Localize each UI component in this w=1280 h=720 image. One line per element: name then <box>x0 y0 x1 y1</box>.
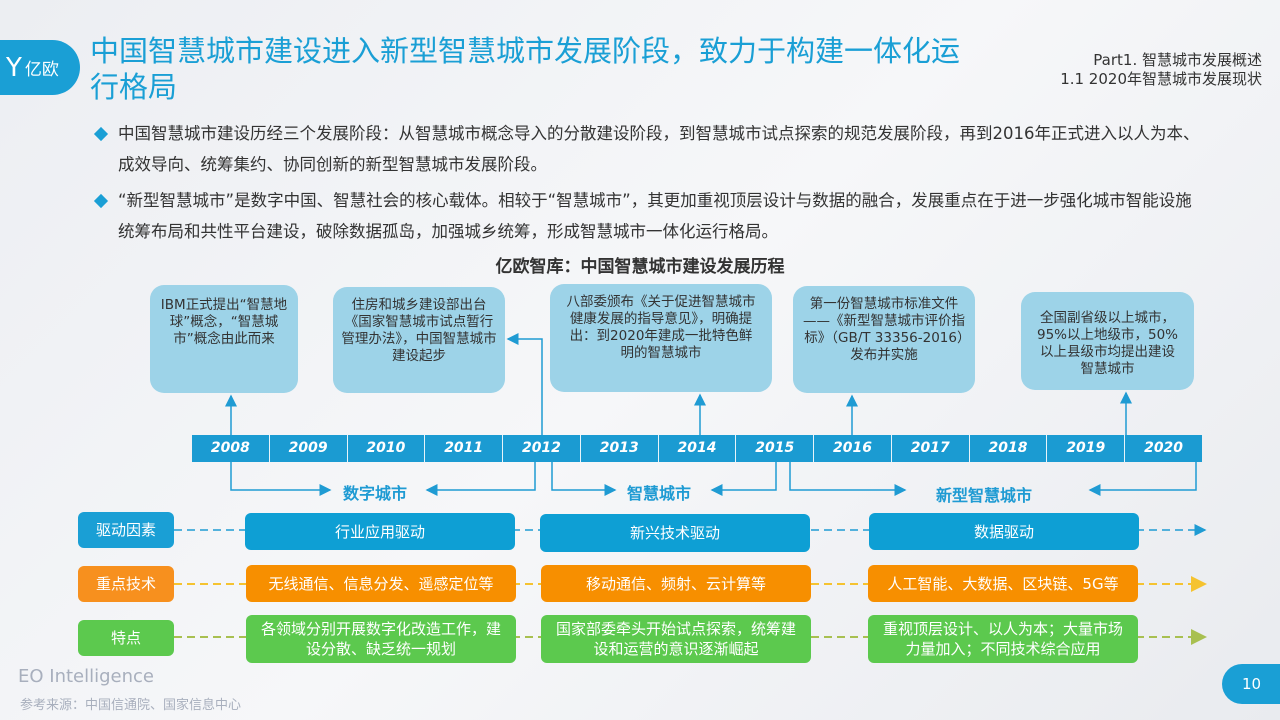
year-cell: 2012 <box>503 435 581 462</box>
driver-box: 数据驱动 <box>869 513 1139 550</box>
page-number: 10 <box>1222 664 1280 704</box>
year-timeline: 2008 2009 2010 2011 2012 2013 2014 2015 … <box>192 435 1202 462</box>
driver-box: 新兴技术驱动 <box>540 514 810 552</box>
chart-title: 亿欧智库：中国智慧城市建设发展历程 <box>495 257 785 277</box>
milestone-2020: 全国副省级以上城市，95%以上地级市，50%以上县级市均提出建设智慧城市 <box>1021 292 1194 390</box>
row-label-drivers: 驱动因素 <box>78 512 174 548</box>
year-cell: 2017 <box>891 435 970 462</box>
year-cell: 2020 <box>1125 435 1202 462</box>
driver-box: 行业应用驱动 <box>245 513 515 550</box>
year-cell: 2015 <box>736 435 815 462</box>
page-title: 中国智慧城市建设进入新型智慧城市发展阶段，致力于构建一体化运行格局 <box>90 34 961 104</box>
bullet-text: “新型智慧城市”是数字中国、智慧社会的核心载体。相较于“智慧城市”，其更加重视顶… <box>118 191 1192 241</box>
part-label: Part1. 智慧城市发展概述 <box>1093 51 1262 69</box>
feature-box: 重视顶层设计、以人为本；大量市场力量加入；不同技术综合应用 <box>868 615 1138 663</box>
phase-digital-city: 数字城市 <box>343 484 408 503</box>
footer-source: 参考来源：中国信通院、国家信息中心 <box>20 698 242 713</box>
year-cell: 2014 <box>658 435 737 462</box>
tech-box: 移动通信、频射、云计算等 <box>541 565 811 602</box>
phase-new-smart-city: 新型智慧城市 <box>936 486 1033 505</box>
year-cell: 2019 <box>1047 435 1126 462</box>
milestone-2012: 住房和城乡建设部出台《国家智慧城市试点暂行管理办法》，中国智慧城市建设起步 <box>333 287 505 393</box>
year-cell: 2016 <box>814 435 892 462</box>
tech-box: 无线通信、信息分发、遥感定位等 <box>246 565 516 602</box>
bullet-text: 中国智慧城市建设历经三个发展阶段：从智慧城市概念导入的分散建设阶段，到智慧城市试… <box>118 124 1200 174</box>
milestone-2008: IBM正式提出“智慧地球”概念，“智慧城市”概念由此而来 <box>150 285 298 393</box>
row-label-features: 特点 <box>78 620 174 656</box>
feature-box: 国家部委牵头开始试点探索，统筹建设和运营的意识逐渐崛起 <box>541 615 811 663</box>
bullet-item: “新型智慧城市”是数字中国、智慧社会的核心载体。相较于“智慧城市”，其更加重视顶… <box>92 185 1202 247</box>
year-cell: 2018 <box>969 435 1048 462</box>
logo-text: 亿欧 <box>24 60 59 80</box>
year-cell: 2008 <box>192 435 270 462</box>
year-cell: 2013 <box>580 435 659 462</box>
row-label-tech: 重点技术 <box>78 566 174 602</box>
feature-box: 各领域分别开展数字化改造工作，建设分散、缺乏统一规划 <box>246 615 516 663</box>
year-cell: 2009 <box>269 435 348 462</box>
milestone-2014: 八部委颁布《关于促进智慧城市健康发展的指导意见》，明确提出：到2020年建成一批… <box>550 284 772 392</box>
phase-smart-city: 智慧城市 <box>627 484 692 503</box>
logo-y-icon: Y <box>6 52 22 83</box>
footer-brand: EO Intelligence <box>18 666 154 687</box>
milestone-2016: 第一份智慧城市标准文件——《新型智慧城市评价指标》（GB/T 33356-201… <box>793 286 975 393</box>
section-label: 1.1 2020年智慧城市发展现状 <box>1060 70 1262 88</box>
bullet-item: 中国智慧城市建设历经三个发展阶段：从智慧城市概念导入的分散建设阶段，到智慧城市试… <box>92 118 1202 180</box>
tech-box: 人工智能、大数据、区块链、5G等 <box>868 565 1138 602</box>
year-cell: 2010 <box>347 435 426 462</box>
year-cell: 2011 <box>425 435 504 462</box>
